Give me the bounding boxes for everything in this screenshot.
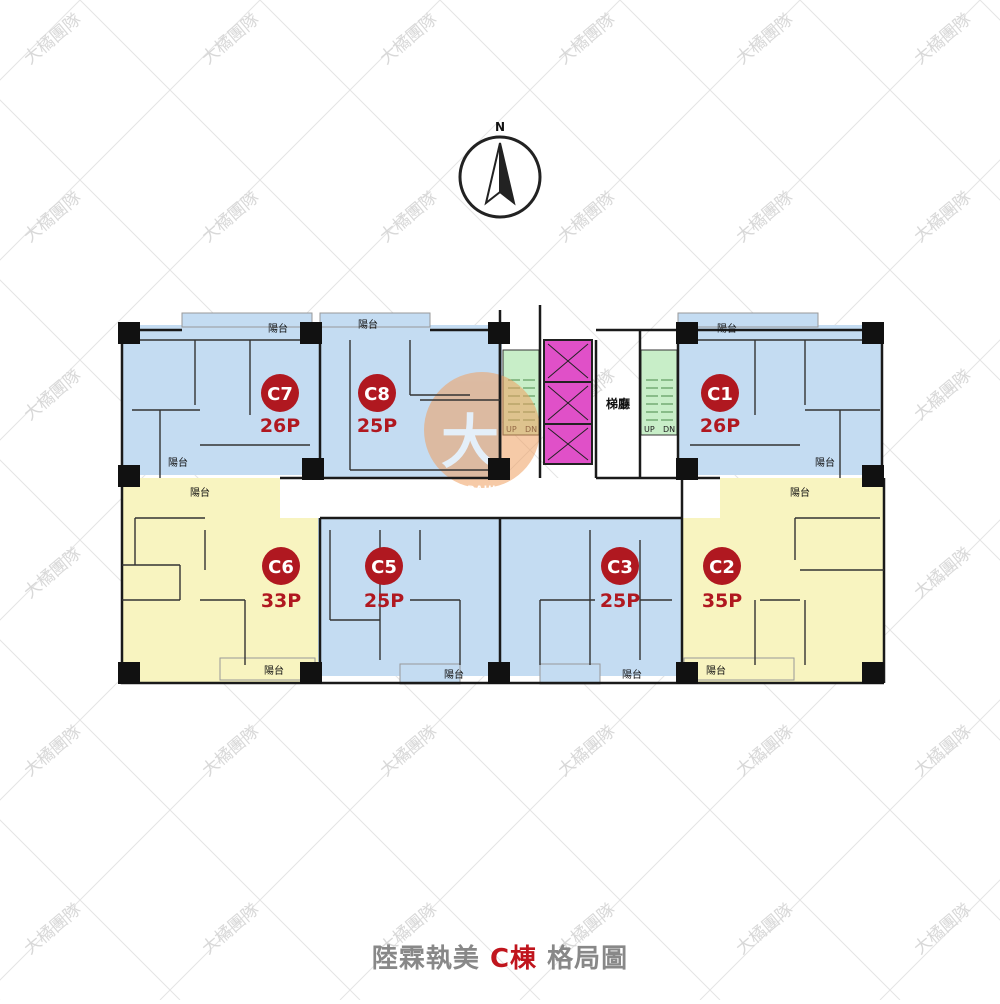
- unit-code-c7: C7: [267, 384, 293, 405]
- unit-c5-area: [318, 518, 500, 676]
- unit-badge-c5: C5 25P: [364, 547, 404, 612]
- balcony-label-c6b: 陽台: [264, 664, 284, 677]
- balcony-label-c7b: 陽台: [168, 456, 188, 469]
- title-project: 陸霖執美: [371, 944, 480, 974]
- balcony-label-c5: 陽台: [444, 668, 464, 681]
- unit-code-c8: C8: [364, 384, 390, 405]
- unit-area-c2: 35P: [702, 590, 742, 612]
- page-title: 陸霖執美 C棟 格局圖: [0, 938, 1000, 975]
- balcony-label-c7: 陽台: [268, 322, 288, 335]
- columns: [118, 322, 884, 684]
- balcony-label-c2b: 陽台: [706, 664, 726, 677]
- elevators: [543, 339, 593, 465]
- unit-area-c7: 26P: [260, 415, 300, 437]
- balcony-label-c1b: 陽台: [815, 456, 835, 469]
- unit-badge-c2: C2 35P: [702, 547, 742, 612]
- compass-label: N: [495, 120, 505, 134]
- unit-badge-c1: C1 26P: [700, 374, 740, 437]
- north-compass: N: [458, 120, 542, 219]
- unit-code-c2: C2: [709, 557, 735, 578]
- stair-right-dn: DN: [663, 425, 675, 434]
- balcony-label-c8: 陽台: [358, 318, 378, 331]
- unit-code-c1: C1: [707, 384, 733, 405]
- title-suffix: 格局圖: [547, 944, 629, 974]
- unit-area-c6: 33P: [261, 590, 301, 612]
- unit-area-c3: 25P: [600, 590, 640, 612]
- title-building: C棟: [489, 944, 538, 974]
- unit-c3-area: [500, 518, 682, 676]
- unit-badge-c8: C8 25P: [357, 374, 397, 437]
- unit-badge-c3: C3 25P: [600, 547, 640, 612]
- unit-code-c6: C6: [268, 557, 294, 578]
- unit-area-c1: 26P: [700, 415, 740, 437]
- daju-logo: 大 DAJU TEAM: [424, 372, 540, 495]
- logo-text: DAJU TEAM: [467, 485, 532, 495]
- unit-badge-c7: C7 26P: [260, 374, 300, 437]
- unit-code-c3: C3: [607, 557, 633, 578]
- balcony-label-c3: 陽台: [622, 668, 642, 681]
- balcony-label-c6: 陽台: [190, 486, 210, 499]
- unit-badge-c6: C6 33P: [261, 547, 301, 612]
- stair-right-up: UP: [644, 425, 655, 434]
- balcony-label-c2: 陽台: [790, 486, 810, 499]
- stair-right: [640, 349, 678, 436]
- balcony-label-c1: 陽台: [717, 322, 737, 335]
- unit-area-c8: 25P: [357, 415, 397, 437]
- lobby-label: 梯廳: [606, 396, 630, 411]
- unit-code-c5: C5: [371, 557, 397, 578]
- unit-area-c5: 25P: [364, 590, 404, 612]
